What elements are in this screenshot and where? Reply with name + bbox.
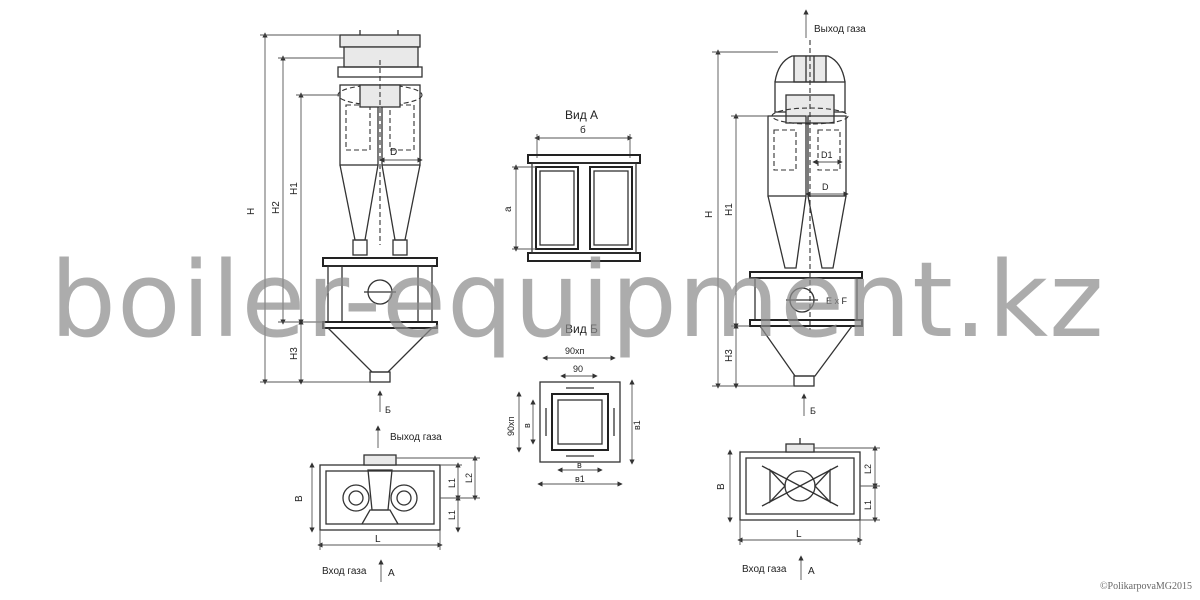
view-b-right-label: в1 [632,420,642,430]
view-b-top-label: 90хп [565,346,585,356]
dim-label-h: H [246,208,257,215]
dim-label-l1-top-left: L1 [447,478,457,488]
dim-label-h1: H1 [289,182,300,195]
gas-out-label-left: Выход газа [390,432,442,443]
gas-in-label-left: Вход газа [322,566,367,577]
dim-label-l1-bottom-left: L1 [447,510,457,520]
dim-label-d1-right: D1 [821,150,833,160]
dim-label-h3-right: H3 [724,349,735,362]
arrow-label-b: Б [385,405,391,415]
gas-out-label-right: Выход газа [814,24,866,35]
dim-label-h1-right: H1 [724,203,735,216]
dim-label-b-right: B [716,483,727,490]
view-b-inner-label: 90 [573,364,583,374]
right-elevation-view: Выход газа H [704,9,866,416]
left-plan-view: Выход газа B L L1 L2 L1 Вход газа А [294,425,480,582]
dim-label-d: D [390,147,397,158]
view-b-bottom-inner-label: в [577,460,582,470]
gas-in-label-right: Вход газа [742,564,787,575]
view-b-bottom-outer-label: в1 [575,474,585,484]
dim-label-l-left: L [375,534,381,545]
copyright-text: ©PolikarpovaMG2015 [1099,581,1192,592]
view-a: Вид А б а [503,108,641,262]
view-b: Вид Б 90хп 90 90хп в в1 в в1 [506,322,642,487]
view-a-title: Вид А [565,108,598,122]
dim-label-d-right: D [822,182,829,192]
dim-label-l1-right: L1 [863,500,873,510]
view-a-width-label: б [580,124,586,136]
view-b-left-label: 90хп [506,416,516,436]
dim-label-h-right: H [704,211,715,218]
dim-label-l-right: L [796,529,802,540]
right-plan-view: B L L2 L1 Вход газа А [716,438,880,580]
view-a-height-label: а [503,206,514,212]
dim-label-exf: E x F [826,296,848,306]
arrow-label-a-right: А [808,566,815,577]
view-b-side-label: в [522,423,532,428]
dim-label-h3: H3 [289,347,300,360]
arrow-label-a-left: А [388,568,395,579]
view-b-title: Вид Б [565,322,598,336]
dim-label-l2-right: L2 [863,464,873,474]
dim-label-h2: H2 [271,201,282,214]
left-elevation-view: H H2 H1 H3 D Б [246,30,438,415]
arrow-label-b-right: Б [810,406,816,416]
dim-label-l2-left: L2 [464,473,474,483]
watermark-text: boiler-equipment.kz [50,239,1105,361]
dim-label-b-left: B [294,495,305,502]
